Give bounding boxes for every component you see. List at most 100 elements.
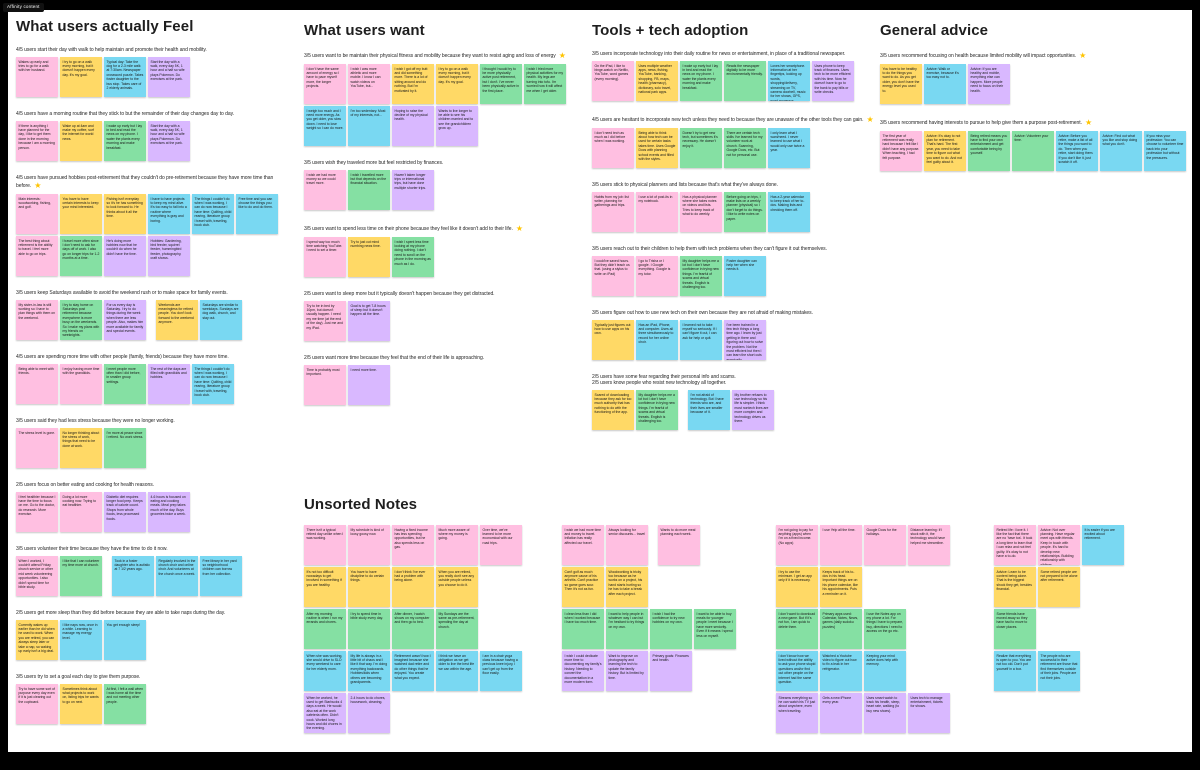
sticky-note[interactable]: I enjoy having more time with the grandk… xyxy=(60,364,102,404)
sticky-note[interactable]: I try to stay home on Saturdays post ret… xyxy=(60,300,102,340)
sticky-note[interactable]: Advice: It's okay to not plan for retire… xyxy=(924,131,966,171)
sticky-note[interactable]: There isn't a typical retired day unlike… xyxy=(304,525,346,565)
sticky-note[interactable]: I feel healthier because I have the time… xyxy=(16,492,58,532)
sticky-note[interactable]: I wish I tried more physical activities … xyxy=(524,64,566,104)
group-statement[interactable]: 3/5 users recommend focusing on health b… xyxy=(880,51,1087,60)
sticky-note[interactable]: When you are retired, you really don't s… xyxy=(436,567,478,607)
sticky-note[interactable]: Advice: Find out what you like and stop … xyxy=(1100,131,1142,171)
sticky-note[interactable]: Fishing isn't everyday so it's he has so… xyxy=(104,194,146,234)
sticky-note[interactable]: I wish I spent less time looking at my p… xyxy=(392,237,434,277)
section-title-unsorted[interactable]: Unsorted Notes xyxy=(304,496,418,513)
sticky-note[interactable]: I meet people more often than I did befo… xyxy=(104,364,146,404)
sticky-note[interactable]: You have to have discipline to do certai… xyxy=(348,567,390,607)
sticky-note[interactable]: Uses tech to manage entertainment, ticke… xyxy=(908,693,950,733)
group-statement[interactable]: 3/5 users want to be maintain their phys… xyxy=(304,51,566,60)
sticky-note[interactable]: I use the Notes app on my phone a lot. F… xyxy=(864,609,906,649)
sticky-note[interactable]: I'm not going to pay for anything (apps)… xyxy=(776,525,818,565)
sticky-note[interactable]: If there is anything I have planned for … xyxy=(16,121,58,161)
sticky-note[interactable]: Advice: Volunteer your time. xyxy=(1012,131,1054,171)
sticky-note[interactable]: I wish we had more money so we could tra… xyxy=(304,170,346,210)
sticky-note[interactable]: Loves her smartphone. Information at her… xyxy=(768,61,810,101)
sticky-note[interactable]: No longer thinking about the stress of w… xyxy=(60,428,102,468)
sticky-note[interactable]: You have to have certain interests to ke… xyxy=(60,194,102,234)
sticky-note[interactable]: When she was working, she would drive to… xyxy=(304,651,346,691)
sticky-note[interactable]: I wish I was more athletic and more mobi… xyxy=(348,64,390,104)
sticky-note[interactable]: Hobbies: Gardening, bird feeder, squirre… xyxy=(148,236,190,276)
sticky-note[interactable]: Much more aware of where my money is goi… xyxy=(436,525,478,565)
sticky-note[interactable]: I want to be able to buy meals for young… xyxy=(694,609,736,649)
group-statement[interactable]: 3/5 users want to spend less time on the… xyxy=(304,224,523,233)
sticky-note[interactable]: I am in a chair yoga class because havin… xyxy=(480,651,522,691)
section-title-feel[interactable]: What users actually Feel xyxy=(16,18,194,35)
sticky-note[interactable]: Typical day: Take the dog for a 2-3 mile… xyxy=(104,57,146,97)
star-icon[interactable]: ★ xyxy=(1084,118,1093,127)
sticky-note[interactable]: I wish I got off my butt and did somethi… xyxy=(392,64,434,104)
sticky-note[interactable]: Doesn't try to get new tech, but sometim… xyxy=(680,128,722,168)
sticky-note[interactable]: For us every day is Saturday. I try to d… xyxy=(104,300,146,340)
sticky-note[interactable]: Uses multiple weather apps, news, fishin… xyxy=(636,61,678,101)
sticky-note[interactable]: Some friends have moved away so they hav… xyxy=(994,609,1036,649)
sticky-note[interactable]: It is easier if you are excited about re… xyxy=(1082,525,1124,565)
sticky-note[interactable]: Streams everything so he can watch his T… xyxy=(776,693,818,733)
sticky-note[interactable]: I'm not afraid of technology. But I have… xyxy=(688,390,730,430)
star-icon[interactable]: ★ xyxy=(558,51,566,60)
sticky-note[interactable]: I don't think I've ever had a problem wi… xyxy=(392,567,434,607)
group-statement[interactable]: 3/5 users wish they traveled more but fe… xyxy=(304,160,444,166)
sticky-note[interactable]: Hoping to raise the decline of my physic… xyxy=(392,106,434,146)
group-statement[interactable]: 3/5 users incorporate technology into th… xyxy=(592,51,846,57)
sticky-note[interactable]: At first, I felt a wall when I was home … xyxy=(104,684,146,724)
group-statement[interactable]: 2/5 users focus on better eating and coo… xyxy=(16,482,155,488)
group-statement[interactable]: 3/5 users stick to physical planners and… xyxy=(592,182,778,188)
sticky-note[interactable]: I like naps now, once in a while. Learni… xyxy=(60,620,102,660)
sticky-note[interactable]: Main interests: woodworking, fishing, an… xyxy=(16,194,58,234)
sticky-note[interactable]: Currently wakes up earlier than he did w… xyxy=(16,620,58,660)
sticky-note[interactable]: Being able to think about how tech can b… xyxy=(636,128,678,168)
sticky-note[interactable]: Watched a Youtube video to figure out ho… xyxy=(820,651,862,691)
sticky-note[interactable]: My brother refuses to use technology so … xyxy=(732,390,774,430)
sticky-note[interactable]: I go to Trisha or I google. I Google eve… xyxy=(636,256,678,296)
sticky-note[interactable]: The first year of retirement was really … xyxy=(880,131,922,171)
sticky-note[interactable]: I don't have the same amount of energy s… xyxy=(304,64,346,104)
sticky-note[interactable]: You get enough sleep! xyxy=(104,620,146,660)
sticky-note[interactable]: Keeping your mind active does help with … xyxy=(864,651,906,691)
section-title-tools[interactable]: Tools + tech adoption xyxy=(592,22,749,39)
sticky-note[interactable]: Primary apps used: Calendar, Notes, News… xyxy=(820,609,862,649)
group-statement[interactable]: 4/5 users start their day with walk to h… xyxy=(16,47,207,53)
sticky-note[interactable]: Doing a lot more cooking now. Trying to … xyxy=(60,492,102,532)
sticky-note[interactable]: The best thing about retirement is the a… xyxy=(16,236,58,276)
sticky-note[interactable]: Retired life: I love it. I like the fact… xyxy=(994,525,1036,565)
sticky-note[interactable]: Google Docs for the holidays. xyxy=(864,525,906,565)
sticky-note[interactable]: Free time and you can choose the things … xyxy=(236,194,278,234)
sticky-note[interactable]: Advice: If you are healthy and mobile, e… xyxy=(968,64,1010,104)
sticky-note[interactable]: My schedule is kind of loosy goosy now. xyxy=(348,525,390,565)
sticky-note[interactable]: Saturdays are similar to weekdays. Sunda… xyxy=(200,300,242,340)
sticky-note[interactable]: After dinner, I watch shows on my comput… xyxy=(392,609,434,649)
board-canvas[interactable]: What users actually Feel 4/5 users start… xyxy=(8,10,1192,752)
sticky-note[interactable]: When I worked, I couldn't attend Friday … xyxy=(16,556,58,596)
sticky-note[interactable]: I don't know how we lived without the ab… xyxy=(776,651,818,691)
sticky-note[interactable]: I wake up early but I lay in bed and rea… xyxy=(680,61,722,101)
sticky-note[interactable]: There are certain tech skills I've learn… xyxy=(724,128,766,168)
sticky-note[interactable]: Has an iPad, iPhone, and computer. Uses … xyxy=(636,320,678,360)
sticky-note[interactable]: When he worked, he used to get Starbucks… xyxy=(304,693,346,733)
sticky-note[interactable]: The stress level is gone. xyxy=(16,428,58,468)
sticky-note[interactable]: Habits from my job: list writer, plannin… xyxy=(592,192,634,232)
sticky-note[interactable]: I wish I had the confidence to try new h… xyxy=(650,609,692,649)
group-statement[interactable]: 2/5 users want to sleep more but it typi… xyxy=(304,291,495,297)
sticky-note[interactable]: I spend way too much time watching YouTu… xyxy=(304,237,346,277)
sticky-note[interactable]: I thought I would try to be more physica… xyxy=(480,64,522,104)
sticky-note[interactable]: I try to use the minimum. I get an app o… xyxy=(776,567,818,607)
sticky-note[interactable]: Sometimes think about what projects to w… xyxy=(60,684,102,724)
sticky-note[interactable]: I wake up early but I lay in bed and rea… xyxy=(104,121,146,161)
sticky-note[interactable]: Typically just figures out how to use ap… xyxy=(592,320,634,360)
sticky-note[interactable]: I only learn what I want/need. I never l… xyxy=(768,128,810,168)
sticky-note[interactable]: If you miss your profession: You can cho… xyxy=(1144,131,1186,171)
sticky-note[interactable]: My daughter helps me a lot but I don't h… xyxy=(636,390,678,430)
sticky-note[interactable]: Weekends are meaningless for retired peo… xyxy=(156,300,198,340)
group-statement[interactable]: 3/5 users figure out how to use new tech… xyxy=(592,310,813,316)
sticky-note[interactable]: I have to have projects to keep my mind … xyxy=(148,194,190,234)
section-title-want[interactable]: What users want xyxy=(304,22,425,39)
sticky-note[interactable]: Over time, we've learned to be more econ… xyxy=(480,525,522,565)
sticky-note[interactable]: Realize that everything is open to you. … xyxy=(994,651,1036,691)
sticky-note[interactable]: Advice: Learn to be content being alone.… xyxy=(994,567,1036,607)
